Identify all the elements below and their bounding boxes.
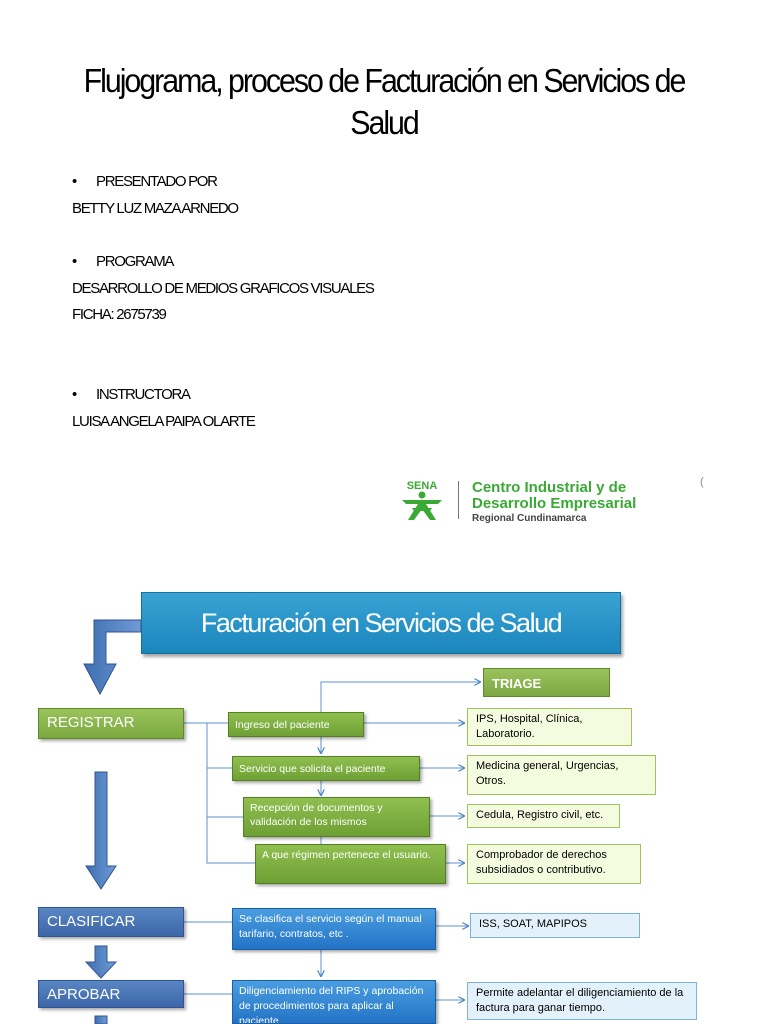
process-clasifica: Se clasifica el servicio según el manual…: [232, 908, 436, 950]
note-medicina: Medicina general, Urgencias, Otros.: [467, 755, 656, 795]
step-aprobar: APROBAR: [38, 980, 184, 1008]
bullet-programa: • PROGRAMA: [72, 252, 174, 272]
logo-text: Centro Industrial y de Desarrollo Empres…: [472, 480, 636, 526]
bullet-instructora: • INSTRUCTORA: [72, 385, 191, 405]
triage-box: TRIAGE: [483, 668, 610, 697]
bullet-dot: •: [72, 173, 77, 190]
note-permite: Permite adelantar el diligenciamiento de…: [467, 982, 697, 1020]
bullet-dot: •: [72, 386, 77, 403]
process-servicio: Servicio que solicita el paciente: [232, 756, 420, 781]
presenter-name: BETTY LUZ MAZA ARNEDO: [72, 200, 239, 217]
flow-header: Facturación en Servicios de Salud: [141, 592, 621, 654]
logo-line2: Desarrollo Empresarial: [472, 495, 637, 512]
bent-arrow-icon: [83, 619, 142, 696]
down-arrow-icon: [84, 945, 118, 979]
page-title: Flujograma, proceso de Facturación en Se…: [83, 62, 687, 141]
sena-logo: SENA: [394, 478, 450, 522]
ficha: FICHA: 2675739: [72, 306, 167, 323]
down-arrow-icon: [94, 1015, 108, 1024]
note-ips: IPS, Hospital, Clínica, Laboratorio.: [467, 708, 632, 746]
step-clasificar: CLASIFICAR: [38, 907, 184, 937]
process-regimen: A que régimen pertenece el usuario.: [255, 844, 446, 884]
sena-logo-wordmark: SENA: [407, 480, 438, 492]
bullet-dot: •: [72, 253, 77, 270]
bullet-presentado: • PRESENTADO POR: [72, 172, 218, 192]
logo-line3: Regional Cundinamarca: [472, 513, 587, 524]
bullet-label: PROGRAMA: [96, 253, 174, 270]
logo-divider: [458, 481, 459, 519]
bullet-label: PRESENTADO POR: [96, 173, 218, 190]
step-registrar: REGISTRAR: [38, 708, 184, 739]
logo-fragment: (: [700, 476, 704, 488]
down-arrow-icon: [85, 771, 117, 890]
logo-line1: Centro Industrial y de: [472, 479, 627, 496]
bullet-label: INSTRUCTORA: [96, 386, 191, 403]
process-recepcion: Recepción de documentos y validación de …: [243, 797, 430, 837]
note-comprobador: Comprobador de derechos subsidiados o co…: [467, 844, 641, 884]
note-cedula: Cedula, Registro civil, etc.: [467, 804, 620, 828]
instructor-name: LUISA ANGELA PAIPA OLARTE: [72, 413, 256, 430]
note-iss: ISS, SOAT, MAPIPOS: [470, 913, 640, 938]
program-name: DESARROLLO DE MEDIOS GRAFICOS VISUALES: [72, 280, 375, 297]
process-rips: Diligenciamiento del RIPS y aprobación d…: [232, 980, 436, 1024]
process-ingreso: Ingreso del paciente: [228, 712, 364, 737]
